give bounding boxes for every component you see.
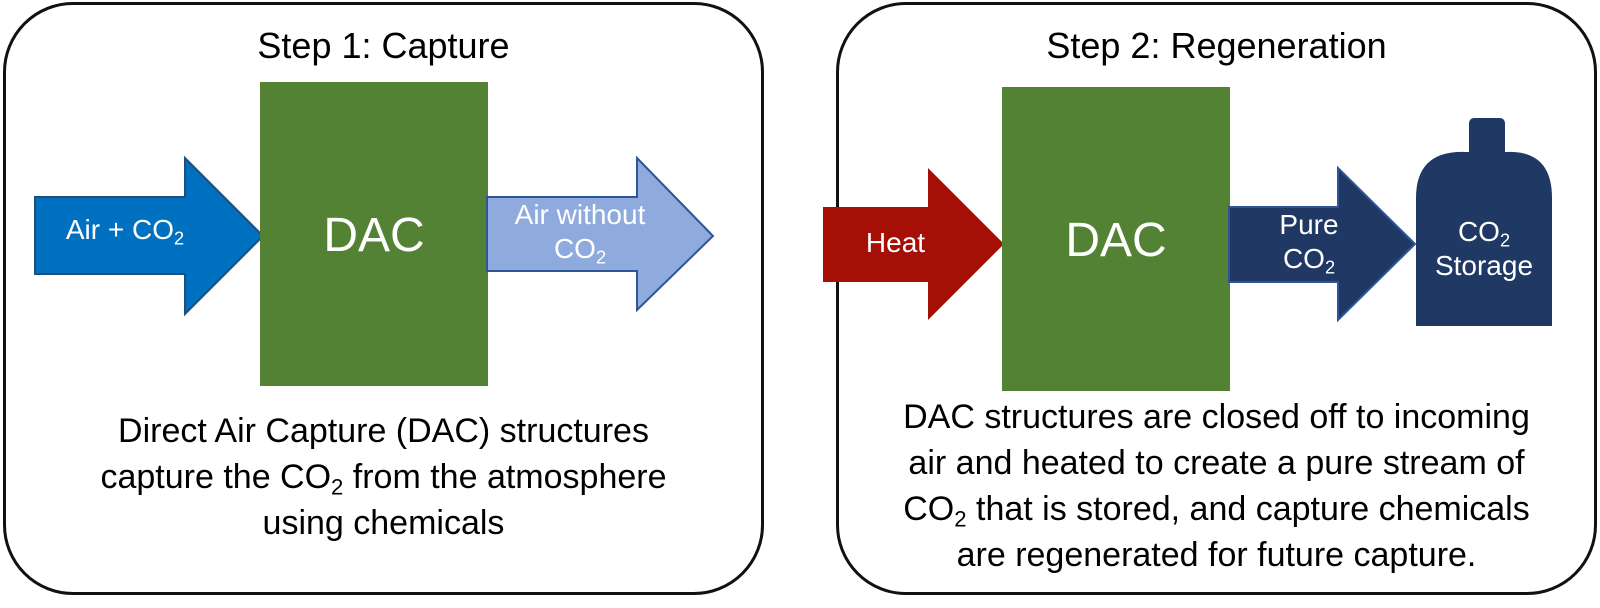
air-without-co2-label: Air without CO2 [514, 199, 646, 268]
co2-storage-label: CO2 Storage [1434, 216, 1534, 281]
co2-storage-tank [1416, 118, 1552, 326]
dac-box-step1 [260, 82, 488, 386]
heat-label: Heat [865, 227, 926, 258]
pure-co2-label: Pure CO2 [1279, 209, 1339, 278]
step2-description: DAC structures are closed off to incomin… [903, 398, 1530, 574]
step1-title: Step 1: Capture [257, 25, 510, 66]
dac-box-step2 [1002, 87, 1230, 391]
heat-arrow [823, 168, 1004, 320]
step2-title: Step 2: Regeneration [1046, 25, 1387, 66]
air-without-co2-arrow [486, 155, 715, 313]
dac-label-step2: DAC [1065, 214, 1167, 267]
air-co2-label: Air + CO2 [65, 214, 185, 249]
dac-label-step1: DAC [323, 209, 425, 262]
air-co2-arrow [34, 155, 265, 317]
step1-description: Direct Air Capture (DAC) structures capt… [100, 412, 667, 542]
pure-co2-arrow [1228, 165, 1417, 323]
